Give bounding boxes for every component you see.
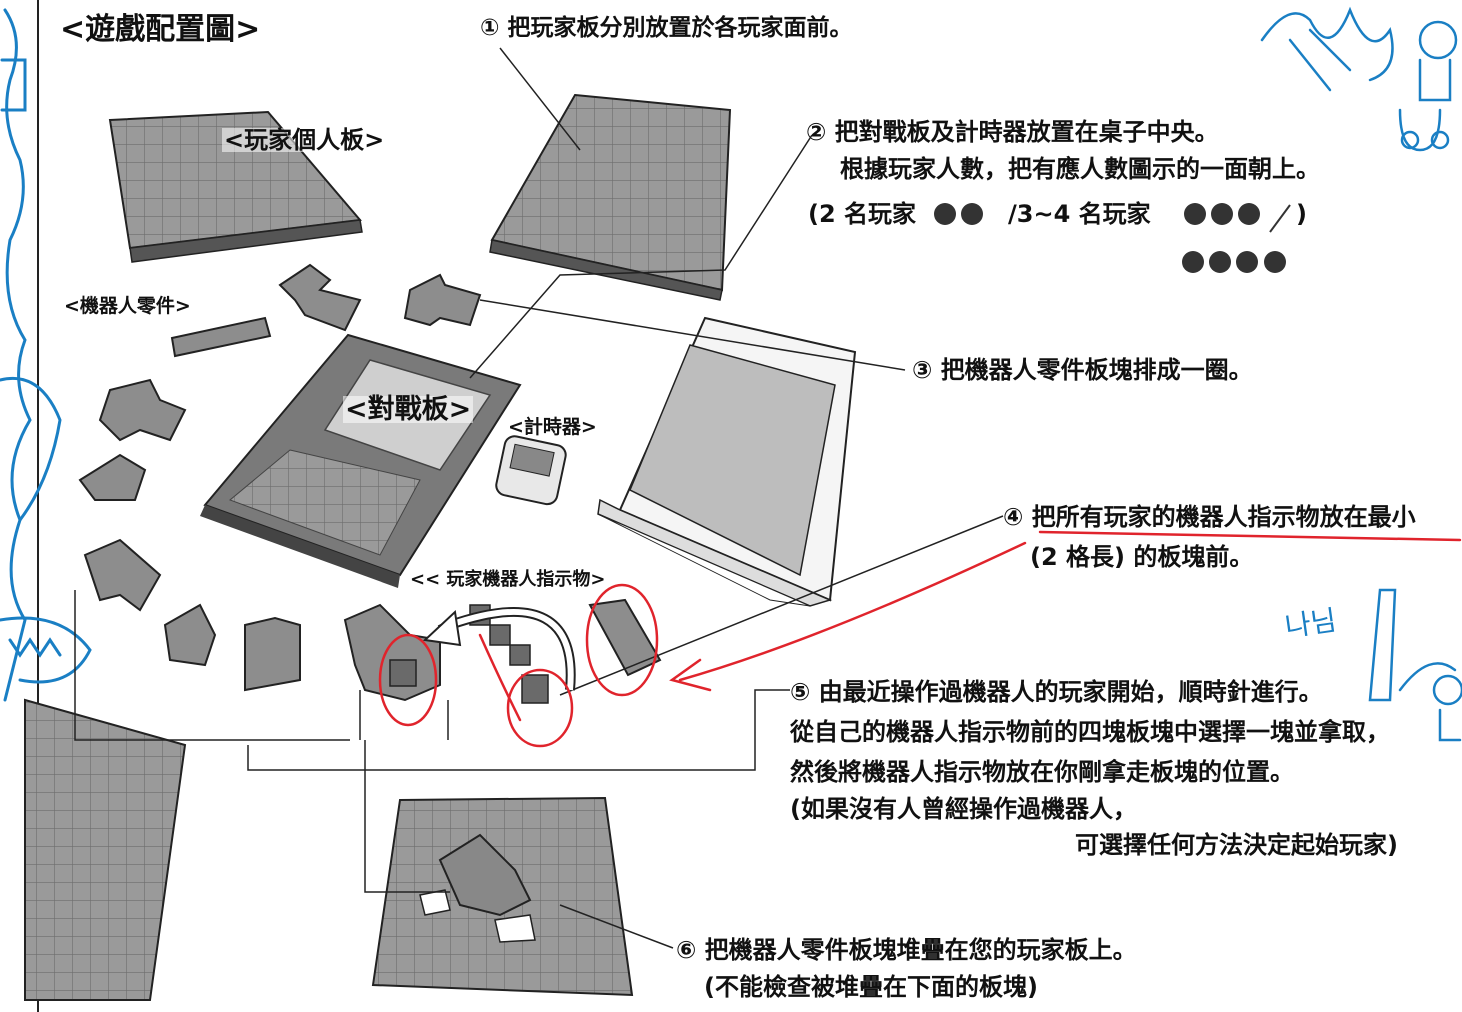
- step-2-line-2: 根據玩家人數，把有應人數圖示的一面朝上。: [840, 155, 1320, 183]
- step-5-number: ⑤: [790, 678, 811, 706]
- step-1-number: ①: [480, 15, 500, 41]
- left-blue-doodle: [0, 8, 92, 702]
- step-3-line-1: 把機器人零件板塊排成一圈。: [940, 356, 1253, 384]
- label-battle-board: <對戰板>: [343, 394, 474, 425]
- step-4-number: ④: [1003, 503, 1024, 531]
- label-timer: <計時器>: [508, 416, 597, 438]
- step-3-number: ③: [912, 356, 933, 384]
- step-4-line-2: (2 格長) 的板塊前。: [1030, 543, 1254, 571]
- step-2-line-4: /3~4 名玩家: [1008, 200, 1151, 228]
- step-4: ④ 把所有玩家的機器人指示物放在最小: [1003, 505, 1416, 529]
- step-5-line-1: 由最近操作過機器人的玩家開始，順時針進行。: [818, 678, 1323, 706]
- robot-count-icons: [934, 203, 1291, 273]
- step-5-line-5: 可選擇任何方法決定起始玩家): [1075, 831, 1398, 859]
- label-robot-markers: << 玩家機器人指示物>: [410, 569, 606, 590]
- label-player-board: <玩家個人板>: [222, 126, 387, 154]
- red-annotations: [378, 530, 1462, 748]
- step-5-line-2: 從自己的機器人指示物前的四塊板塊中選擇一塊並拿取，: [790, 718, 1390, 746]
- handwritten-note: 나님: [1282, 603, 1339, 644]
- step-2-line-5: ): [1296, 200, 1307, 228]
- player-board-bottom: [371, 796, 634, 997]
- step-5: ⑤ 由最近操作過機器人的玩家開始，順時針進行。: [790, 680, 1323, 704]
- step-2: ② 把對戰板及計時器放置在桌子中央。: [806, 120, 1219, 144]
- step-2-number: ②: [806, 118, 827, 146]
- right-blue-doodle: [1260, 6, 1462, 742]
- player-board-bottomleft: [24, 698, 187, 1001]
- step-6: ⑥ 把機器人零件板塊堆疊在您的玩家板上。: [676, 938, 1137, 962]
- step-1-line-1: 把玩家板分別放置於各玩家面前。: [507, 15, 853, 41]
- player-board-topleft: [108, 110, 363, 263]
- label-robot-parts: <機器人零件>: [64, 295, 191, 317]
- battle-board: [200, 333, 522, 588]
- robot-marker-figures: [389, 604, 549, 704]
- step-5-line-4: (如果沒有人曾經操作過機器人，: [790, 795, 1137, 823]
- robot-part-tiles: [78, 263, 662, 702]
- page-title: <遊戲配置圖>: [60, 12, 261, 47]
- step-5-line-3: 然後將機器人指示物放在你剛拿走板塊的位置。: [790, 758, 1294, 786]
- step-2-line-3: (2 名玩家: [808, 200, 917, 228]
- player-board-topcenter: [489, 93, 732, 301]
- step-6-line-1: 把機器人零件板塊堆疊在您的玩家板上。: [704, 936, 1137, 964]
- game-box: [597, 316, 857, 607]
- leader-lines: [74, 47, 1004, 949]
- step-2-line-1: 把對戰板及計時器放置在桌子中央。: [834, 118, 1219, 146]
- timer-device: [495, 435, 567, 506]
- step-1: ① 把玩家板分別放置於各玩家面前。: [480, 17, 853, 40]
- step-6-line-2: (不能檢查被堆疊在下面的板塊): [704, 973, 1038, 1001]
- step-4-line-1: 把所有玩家的機器人指示物放在最小: [1031, 503, 1416, 531]
- movement-arrow: [422, 607, 576, 691]
- step-3: ③ 把機器人零件板塊排成一圈。: [912, 358, 1253, 382]
- step-6-number: ⑥: [676, 936, 697, 964]
